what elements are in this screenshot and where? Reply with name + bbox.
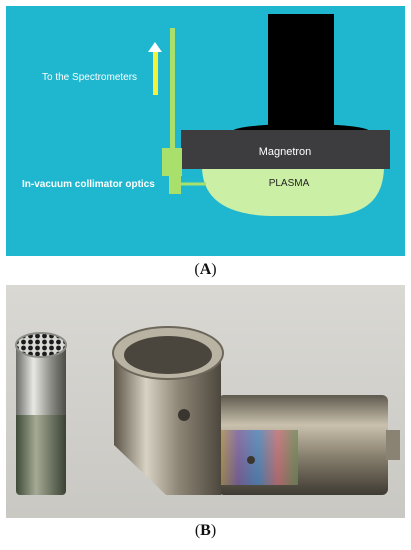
- caption-a: (A): [194, 261, 217, 278]
- spectrometer-label: To the Spectrometers: [42, 72, 137, 83]
- caption-b: (B): [194, 522, 217, 539]
- elbow-opening: [124, 336, 212, 374]
- arrow-head: [148, 42, 162, 52]
- hardware-photo: [6, 285, 405, 518]
- set-screw-1: [178, 409, 190, 421]
- collimator-head: [162, 148, 182, 176]
- photo-panel-b: [6, 285, 405, 518]
- magnetron-label: Magnetron: [259, 146, 312, 158]
- plasma-label: PLASMA: [269, 178, 310, 189]
- collimator-body: [169, 176, 181, 194]
- magnetron-bar: [181, 130, 390, 169]
- set-screw-2: [247, 456, 255, 464]
- connector-thread: [386, 430, 400, 460]
- caption-b-letter: B: [200, 522, 211, 539]
- arrow-shaft: [153, 50, 158, 95]
- diagram-panel-a: Magnetron PLASMA In-vacuum collimator op…: [6, 6, 405, 256]
- honeycomb-aperture: [15, 332, 67, 358]
- plasma-region: [202, 166, 384, 216]
- heat-tint: [218, 430, 298, 485]
- caption-a-letter: A: [199, 261, 212, 278]
- collimator-label: In-vacuum collimator optics: [22, 179, 155, 190]
- schematic-svg: Magnetron PLASMA In-vacuum collimator op…: [6, 6, 405, 256]
- target-column: [268, 14, 334, 134]
- guide-rod: [170, 28, 175, 158]
- elbow-block: [114, 355, 221, 495]
